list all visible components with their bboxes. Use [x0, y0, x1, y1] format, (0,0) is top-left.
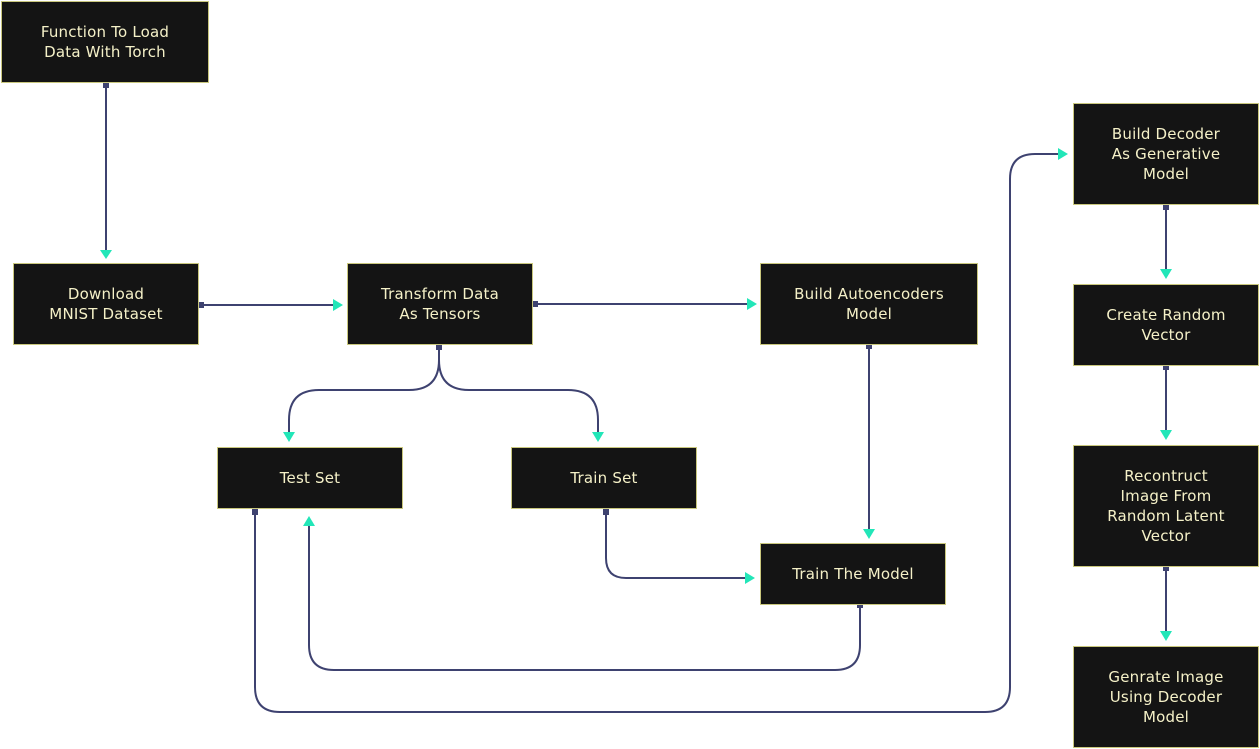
- node-test-set: Test Set: [217, 447, 403, 509]
- node-reconstruct-image-label: Recontruct Image From Random Latent Vect…: [1107, 467, 1225, 545]
- arrowhead-random-vector: [1160, 269, 1172, 279]
- arrowhead-generate: [1160, 631, 1172, 641]
- arrowhead-download: [100, 250, 112, 259]
- node-transform-data: Transform Data As Tensors: [347, 263, 533, 345]
- connector-transform-to-train-set: [438, 359, 599, 432]
- arrowhead-build-decoder: [1058, 148, 1068, 160]
- node-load-data: Function To Load Data With Torch: [1, 1, 209, 83]
- node-transform-data-label: Transform Data As Tensors: [381, 285, 499, 323]
- node-train-set: Train Set: [511, 447, 697, 509]
- node-random-vector-label: Create Random Vector: [1106, 306, 1226, 344]
- arrowhead-train-model-top: [863, 529, 875, 539]
- connector-test-set-to-build-decoder: [254, 153, 1058, 713]
- arrowhead-train-set: [592, 432, 604, 442]
- arrowhead-train-model-left: [745, 572, 755, 584]
- node-build-autoencoders: Build Autoencoders Model: [760, 263, 978, 345]
- anchor-test-set: [252, 509, 258, 515]
- node-generate-image: Genrate Image Using Decoder Model: [1073, 646, 1259, 748]
- node-train-set-label: Train Set: [570, 469, 638, 487]
- node-random-vector: Create Random Vector: [1073, 284, 1259, 366]
- node-train-model-label: Train The Model: [792, 565, 914, 583]
- node-train-model: Train The Model: [760, 543, 946, 605]
- node-build-decoder-label: Build Decoder As Generative Model: [1111, 125, 1221, 183]
- arrowhead-build-ae: [747, 298, 757, 310]
- node-generate-image-label: Genrate Image Using Decoder Model: [1108, 668, 1224, 726]
- node-reconstruct-image: Recontruct Image From Random Latent Vect…: [1073, 445, 1259, 567]
- node-load-data-label: Function To Load Data With Torch: [40, 23, 170, 61]
- node-download-mnist-label: Download MNIST Dataset: [49, 285, 163, 323]
- arrowhead-transform: [333, 299, 343, 311]
- node-build-autoencoders-label: Build Autoencoders Model: [794, 285, 944, 323]
- arrowhead-test-set-bottom: [303, 516, 315, 526]
- anchor-train-set: [603, 509, 609, 515]
- arrowhead-reconstruct: [1160, 430, 1172, 440]
- connector-transform-to-test-set: [288, 347, 440, 432]
- connector-train-set-to-train-model: [605, 512, 745, 579]
- node-build-decoder: Build Decoder As Generative Model: [1073, 103, 1259, 205]
- node-download-mnist: Download MNIST Dataset: [13, 263, 199, 345]
- arrowhead-test-set: [283, 432, 295, 442]
- node-test-set-label: Test Set: [279, 469, 341, 487]
